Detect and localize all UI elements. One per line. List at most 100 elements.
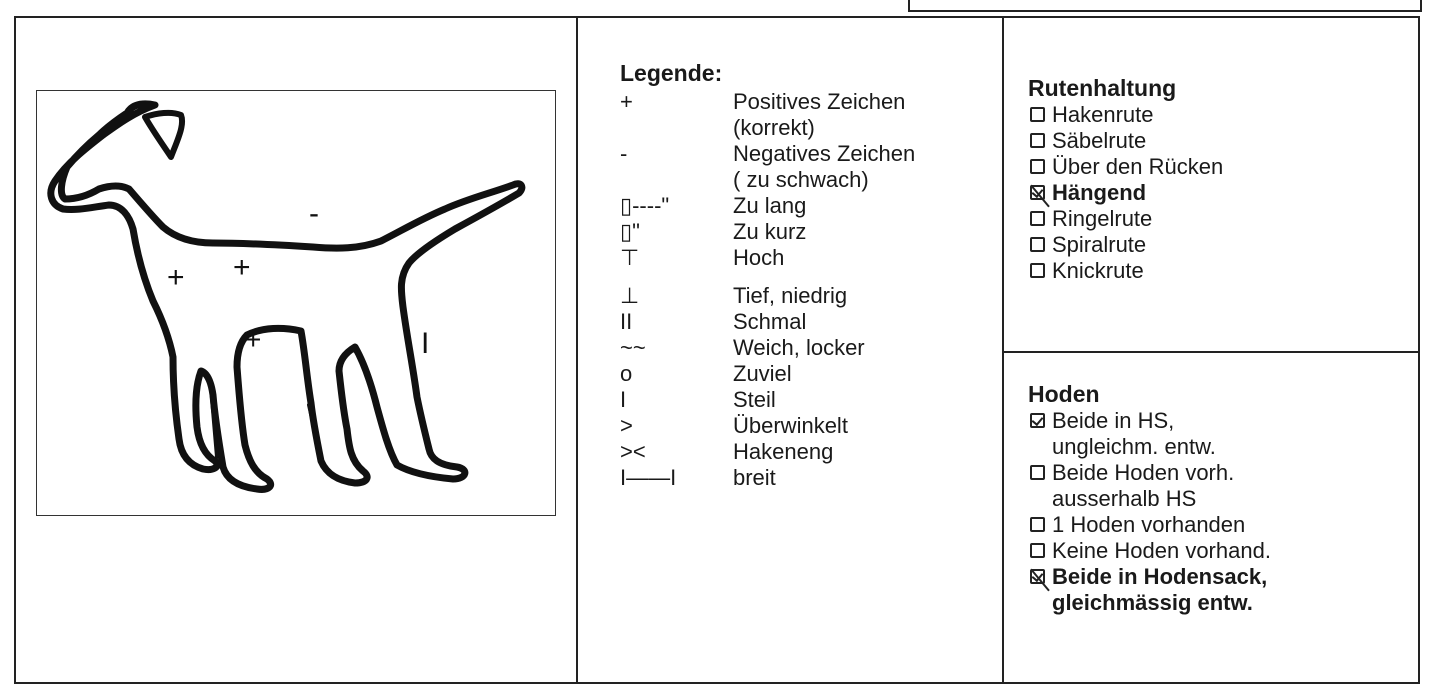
option-label: Säbelrute: [1052, 128, 1146, 154]
option-ueber-den-ruecken[interactable]: Über den Rücken: [1028, 154, 1418, 180]
legend-symbol: I——I: [620, 465, 720, 491]
checkbox-checked[interactable]: [1030, 185, 1045, 200]
checkbox[interactable]: [1030, 237, 1045, 252]
option-label: Beide in HS,ungleichm. entw.: [1052, 408, 1216, 460]
option-1-hoden[interactable]: 1 Hoden vorhanden: [1028, 512, 1418, 538]
legend-row: ( zu schwach): [620, 167, 990, 193]
legend-text: (korrekt): [733, 115, 990, 141]
legend-symbol: ⊥: [620, 283, 720, 309]
legend-symbol: ▯": [620, 219, 720, 245]
option-label: Beide Hoden vorh.ausserhalb HS: [1052, 460, 1234, 512]
option-ringelrute[interactable]: Ringelrute: [1028, 206, 1418, 232]
option-label-line1: Beide Hoden vorh.: [1052, 460, 1234, 485]
legend-text: Überwinkelt: [733, 413, 990, 439]
legend-symbol: I: [620, 387, 720, 413]
dog-mark-plus-2: +: [233, 251, 251, 284]
legend-row: I Steil: [620, 387, 990, 413]
rutenhaltung-section: Rutenhaltung Hakenrute Säbelrute Über de…: [1028, 74, 1418, 284]
header-box-edge: [908, 0, 1422, 12]
option-label: Hakenrute: [1052, 102, 1154, 128]
option-label: Knickrute: [1052, 258, 1144, 284]
legend-row: ⊤ Hoch: [620, 245, 990, 271]
legend-symbol: ><: [620, 439, 720, 465]
legend-title: Legende:: [620, 60, 990, 87]
checkbox[interactable]: [1030, 211, 1045, 226]
legend-text: Zu lang: [733, 193, 990, 219]
option-label: 1 Hoden vorhanden: [1052, 512, 1245, 538]
legend-text: Schmal: [733, 309, 990, 335]
option-label-line2: ausserhalb HS: [1052, 486, 1196, 511]
rutenhaltung-title: Rutenhaltung: [1028, 74, 1418, 102]
option-label: Keine Hoden vorhand.: [1052, 538, 1271, 564]
legend-row: ▯" Zu kurz: [620, 219, 990, 245]
legend-symbol: ▯----": [620, 193, 720, 219]
legend-symbol: II: [620, 309, 720, 335]
checkbox[interactable]: [1030, 159, 1045, 174]
option-beide-in-hs[interactable]: Beide in HS,ungleichm. entw.: [1028, 408, 1418, 460]
legend-text: Zuviel: [733, 361, 990, 387]
legend-text: Steil: [733, 387, 990, 413]
hoden-title: Hoden: [1028, 380, 1418, 408]
checkbox[interactable]: [1030, 543, 1045, 558]
legend-symbol: ⊤: [620, 245, 720, 271]
option-label-line1: Beide in HS,: [1052, 408, 1174, 433]
legend-row: +Positives Zeichen: [620, 89, 990, 115]
option-label: Über den Rücken: [1052, 154, 1223, 180]
legend-text: Negatives Zeichen: [733, 141, 990, 167]
option-label-line2: ungleichm. entw.: [1052, 434, 1216, 459]
option-knickrute[interactable]: Knickrute: [1028, 258, 1418, 284]
option-label: Hängend: [1052, 180, 1146, 206]
dog-sketch-panel: - + + + I: [36, 90, 556, 516]
option-beide-in-hodensack[interactable]: Beide in Hodensack,gleichmässig entw.: [1028, 564, 1418, 616]
option-hakenrute[interactable]: Hakenrute: [1028, 102, 1418, 128]
hoden-section: Hoden Beide in HS,ungleichm. entw. Beide…: [1028, 380, 1418, 616]
checkbox[interactable]: [1030, 263, 1045, 278]
checkbox-checked[interactable]: [1030, 413, 1045, 428]
checkbox[interactable]: [1030, 107, 1045, 122]
option-label-line2: gleichmässig entw.: [1052, 590, 1253, 615]
legend-panel: Legende: +Positives Zeichen (korrekt) -N…: [620, 60, 990, 491]
legend-text: breit: [733, 465, 990, 491]
checkbox[interactable]: [1030, 517, 1045, 532]
legend-row: -Negatives Zeichen: [620, 141, 990, 167]
checkbox-checked[interactable]: [1030, 569, 1045, 584]
dog-mark-steil: I: [421, 327, 429, 360]
legend-row: ~~ Weich, locker: [620, 335, 990, 361]
legend-gap: [620, 271, 990, 283]
legend-symbol: o: [620, 361, 720, 387]
legend-row: > Überwinkelt: [620, 413, 990, 439]
legend-text: Positives Zeichen: [733, 89, 990, 115]
legend-symbol: ~~: [620, 335, 720, 361]
divider-right: [1002, 16, 1004, 684]
dog-mark-plus-3: +: [245, 324, 261, 355]
option-keine-hoden[interactable]: Keine Hoden vorhand.: [1028, 538, 1418, 564]
legend-row: I——I breit: [620, 465, 990, 491]
dog-mark-minus: -: [309, 197, 319, 230]
option-label: Beide in Hodensack,gleichmässig entw.: [1052, 564, 1267, 616]
legend-row: (korrekt): [620, 115, 990, 141]
option-label: Ringelrute: [1052, 206, 1152, 232]
legend-row: ⊥ Tief, niedrig: [620, 283, 990, 309]
legend-row: ▯----" Zu lang: [620, 193, 990, 219]
legend-symbol: -: [620, 141, 720, 167]
legend-text: Zu kurz: [733, 219, 990, 245]
option-label: Spiralrute: [1052, 232, 1146, 258]
divider-left: [576, 16, 578, 684]
legend-row: II Schmal: [620, 309, 990, 335]
legend-row: >< Hakeneng: [620, 439, 990, 465]
checkbox[interactable]: [1030, 133, 1045, 148]
option-label-line1: Beide in Hodensack,: [1052, 564, 1267, 589]
option-haengend[interactable]: Hängend: [1028, 180, 1418, 206]
legend-symbol: >: [620, 413, 720, 439]
legend-text: Tief, niedrig: [733, 283, 990, 309]
checkbox[interactable]: [1030, 465, 1045, 480]
dog-mark-plus-1: +: [167, 261, 185, 294]
option-spiralrute[interactable]: Spiralrute: [1028, 232, 1418, 258]
dog-outline-image: - + + + I: [37, 91, 557, 517]
legend-text: Hoch: [733, 245, 990, 271]
option-beide-hoden-vorh[interactable]: Beide Hoden vorh.ausserhalb HS: [1028, 460, 1418, 512]
legend-text: Weich, locker: [733, 335, 990, 361]
divider-sections: [1002, 351, 1420, 353]
legend-text: Hakeneng: [733, 439, 990, 465]
option-saebelrute[interactable]: Säbelrute: [1028, 128, 1418, 154]
